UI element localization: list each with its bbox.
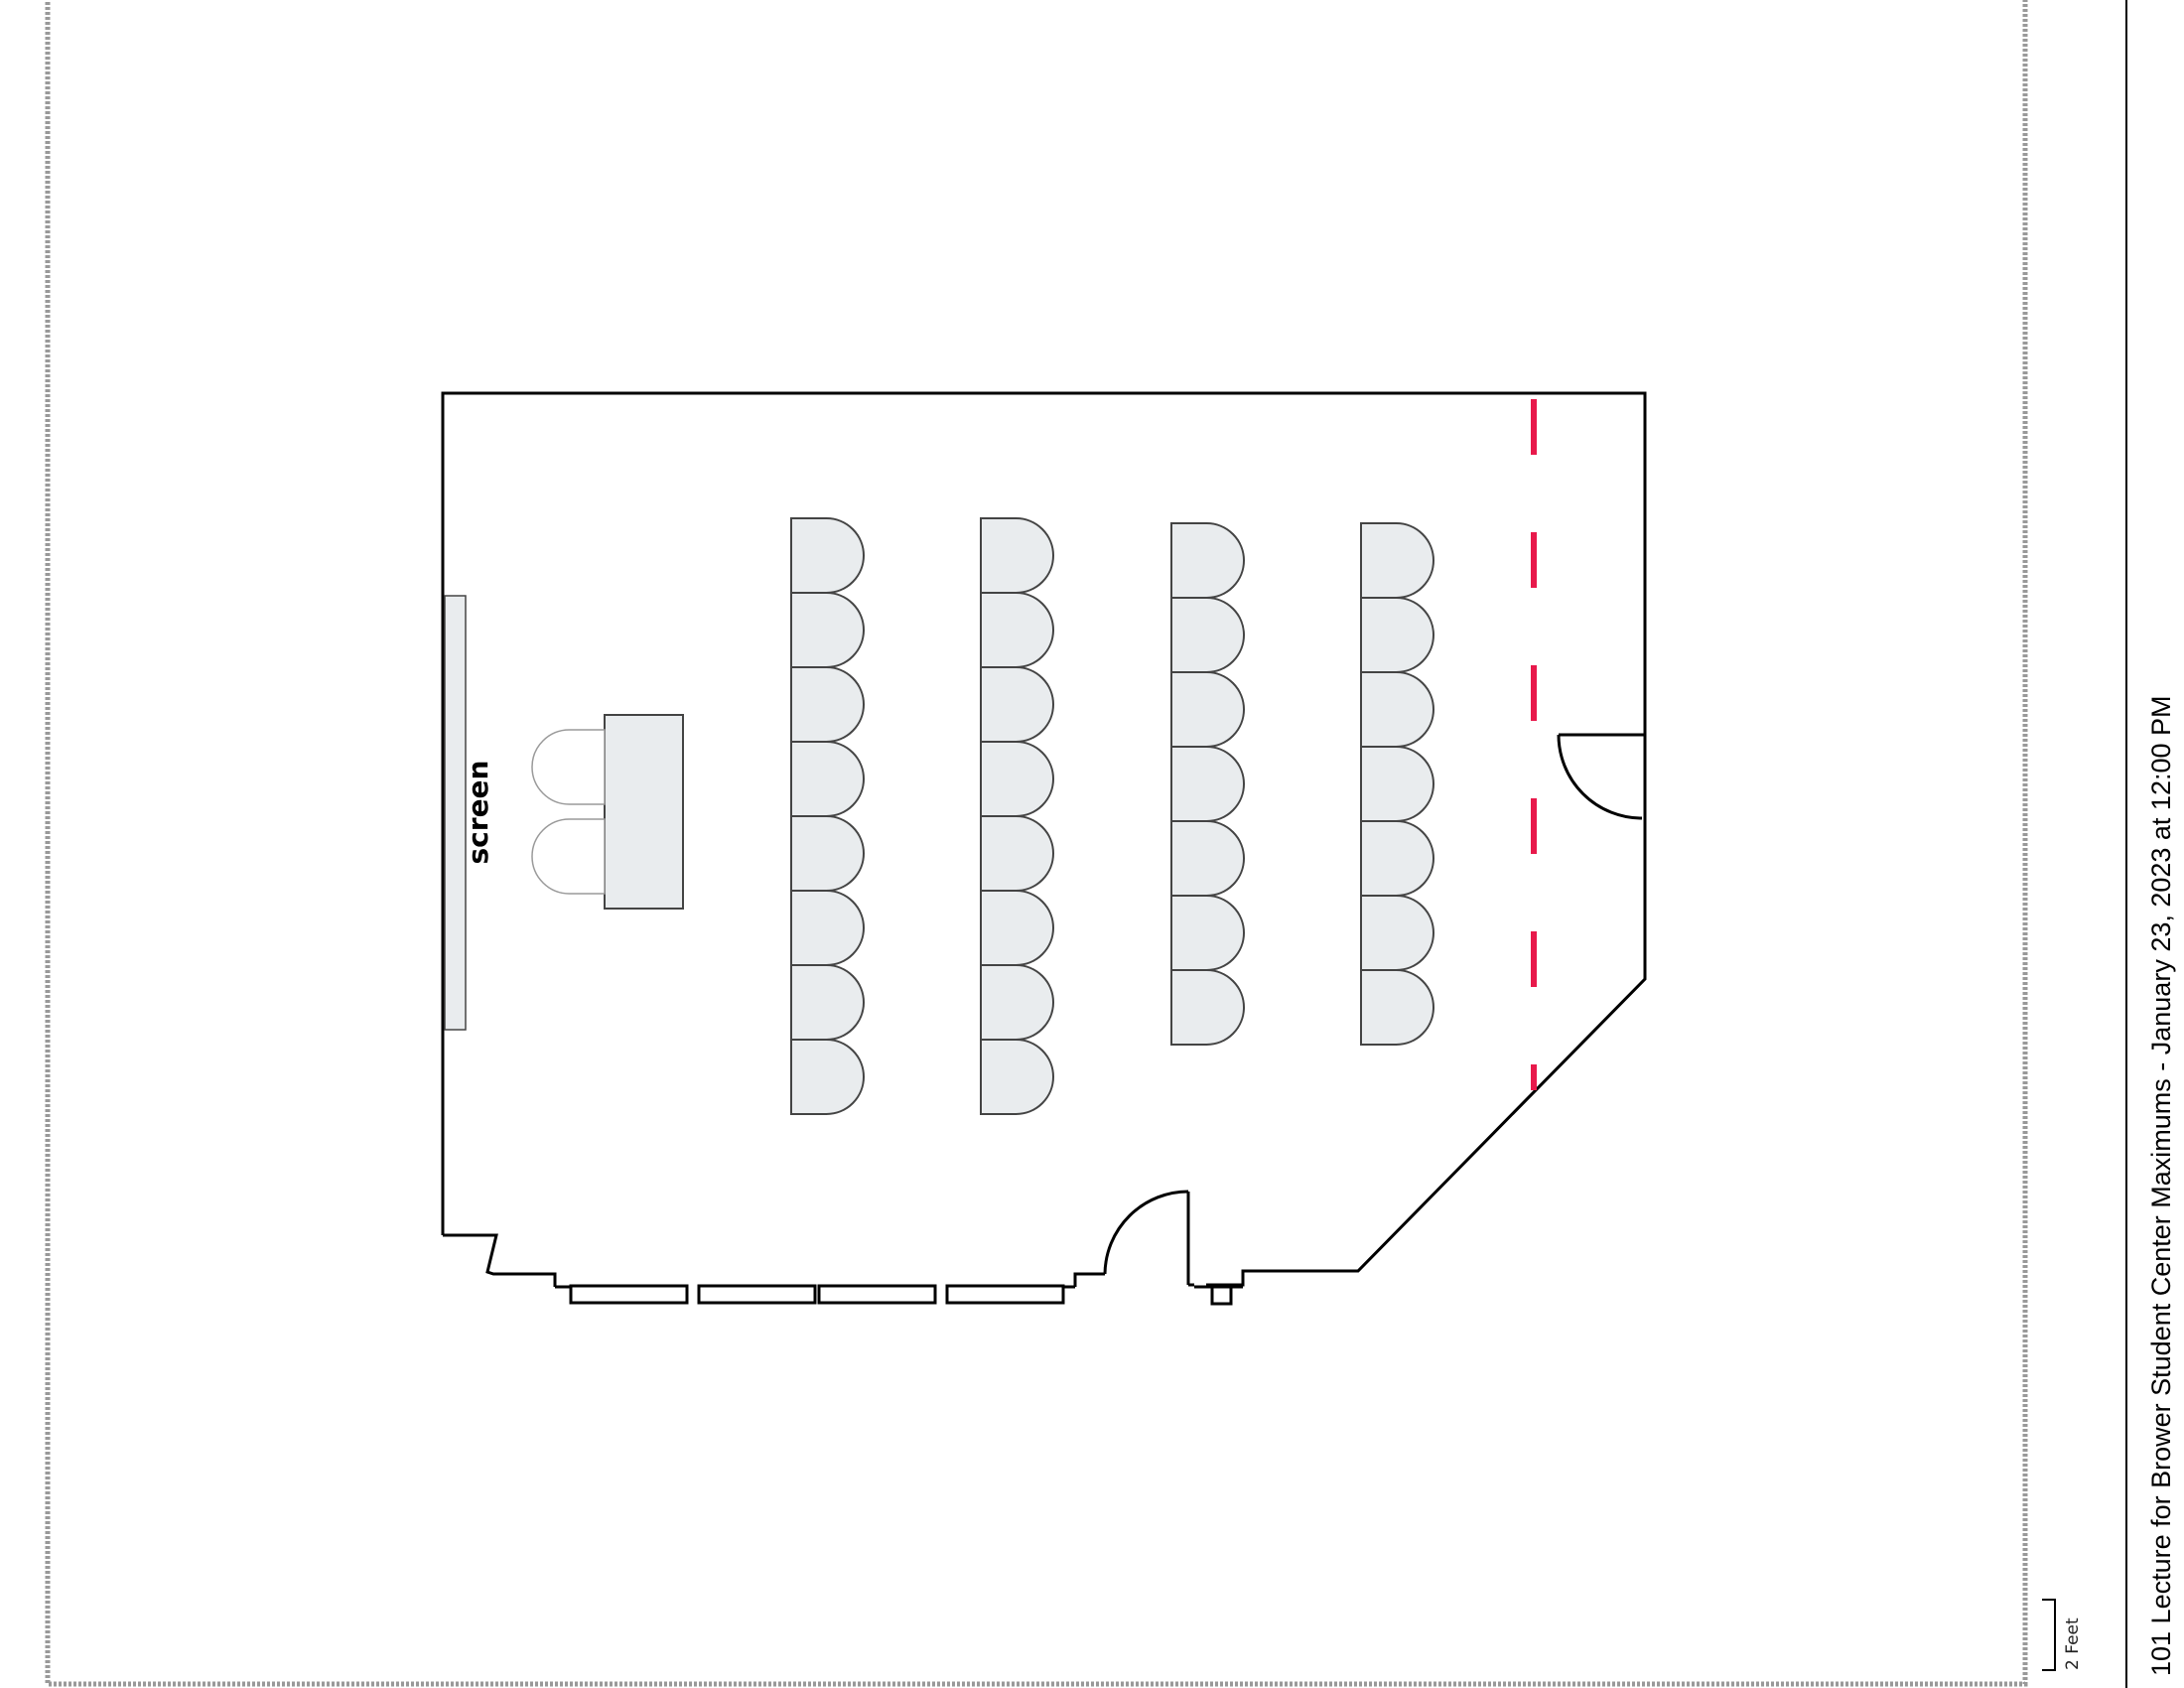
chair xyxy=(1360,597,1434,673)
chair xyxy=(980,1039,1054,1115)
seat-row-2 xyxy=(980,517,1054,1115)
seat-row-3 xyxy=(1170,522,1245,1046)
chair xyxy=(1170,969,1245,1046)
presenter-chairs xyxy=(531,729,606,895)
screen-label: screen xyxy=(462,761,494,865)
chair xyxy=(1360,820,1434,897)
chair xyxy=(1170,522,1245,599)
chair xyxy=(1170,746,1245,822)
chair xyxy=(790,890,865,966)
chair xyxy=(1360,522,1434,599)
seat-row-4 xyxy=(1360,522,1434,1046)
chair xyxy=(980,517,1054,594)
chair xyxy=(790,666,865,743)
chair xyxy=(1170,671,1245,748)
audience-seating xyxy=(790,517,1434,1115)
chair xyxy=(980,666,1054,743)
chair xyxy=(980,815,1054,892)
chair xyxy=(790,517,865,594)
chair xyxy=(790,964,865,1041)
presenter-chair xyxy=(531,729,606,805)
chair xyxy=(790,592,865,668)
chair xyxy=(1360,671,1434,748)
scale-label: 2 Feet xyxy=(2063,1618,2083,1670)
bottom-door xyxy=(1103,1190,1189,1275)
window-3 xyxy=(817,1284,937,1305)
chair xyxy=(1360,895,1434,971)
chair xyxy=(790,815,865,892)
chair xyxy=(1170,820,1245,897)
column xyxy=(1186,1274,1243,1306)
window-1 xyxy=(569,1284,689,1305)
windows xyxy=(555,1284,1075,1305)
scale-bar xyxy=(2042,1599,2056,1671)
sheet-border xyxy=(45,0,2028,1687)
chair xyxy=(980,592,1054,668)
window-4 xyxy=(945,1284,1065,1305)
chair xyxy=(1170,597,1245,673)
chair xyxy=(790,741,865,817)
seat-row-1 xyxy=(790,517,865,1115)
chair xyxy=(980,741,1054,817)
window-2 xyxy=(697,1284,817,1305)
chair xyxy=(1360,746,1434,822)
chair xyxy=(1360,969,1434,1046)
presenter-chair xyxy=(531,818,606,895)
chair xyxy=(790,1039,865,1115)
presenter-table xyxy=(604,714,684,910)
right-door xyxy=(1557,733,1645,820)
chair xyxy=(980,890,1054,966)
chair xyxy=(980,964,1054,1041)
chair xyxy=(1170,895,1245,971)
projection-screen xyxy=(444,595,467,1031)
drawing-title: 101 Lecture for Brower Student Center Ma… xyxy=(2146,695,2176,1676)
